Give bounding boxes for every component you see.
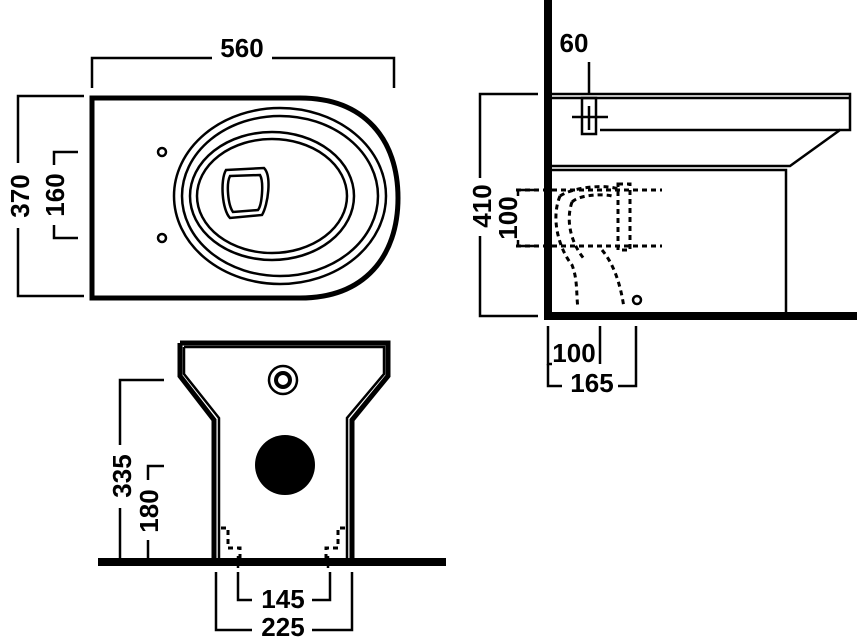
plan-bowl-inner (195, 137, 349, 255)
dim-plan-width-label: 560 (220, 33, 263, 63)
dim-front-inlet-label: 180 (134, 489, 164, 532)
side-floor (544, 312, 857, 320)
plan-seat-ring-outer (172, 106, 388, 286)
dim-front-height-label: 335 (107, 454, 137, 497)
plan-fixing-hole-top (156, 146, 168, 158)
plan-water-outlet (221, 166, 270, 220)
front-outlet (255, 435, 315, 495)
side-pan-rim (552, 92, 852, 168)
dim-plan-fixing: 160 (40, 150, 78, 240)
front-inlet-hole (278, 375, 288, 385)
side-inlet-connector (572, 96, 608, 136)
front-body-outer (177, 340, 391, 558)
dim-front-fixing-inner: 145 (236, 572, 332, 614)
dim-plan-fixing-label: 160 (40, 173, 70, 216)
dim-side-outlet-165-label: 165 (570, 368, 613, 398)
dim-front-inlet: 180 (134, 464, 164, 562)
dim-side-outlet-165: 165 (546, 326, 638, 398)
plan-water-outlet-inner (226, 173, 264, 214)
dim-side-outlet-spacing-label: 100 (493, 196, 523, 239)
dim-front-fixing-outer: 225 (214, 572, 354, 639)
dim-plan-depth-label: 370 (5, 174, 35, 217)
dim-front-height: 335 (107, 378, 164, 562)
side-pedestal (552, 168, 788, 312)
plan-view: 560 370 160 (5, 33, 401, 301)
plan-seat-ring-inner (180, 114, 380, 278)
front-fixing-right (324, 526, 345, 558)
front-view: 335 180 145 225 (98, 340, 446, 639)
dim-front-fixing-outer-label: 225 (261, 612, 304, 639)
front-inlet-outer (267, 364, 299, 396)
plan-bowl-outer (188, 130, 356, 262)
dim-side-height-label: 410 (467, 184, 497, 227)
front-floor (98, 558, 446, 566)
plan-pan-outline (89, 95, 401, 301)
side-outlet-trap-hidden (516, 182, 662, 309)
side-wall (544, 0, 552, 318)
front-fixing-left (221, 526, 242, 558)
dim-plan-depth: 370 (5, 94, 84, 298)
front-body-inner (182, 345, 386, 558)
dim-side-60: 60 (560, 28, 591, 94)
side-fixing-hole (631, 294, 643, 306)
plan-fixing-hole-bottom (156, 232, 168, 244)
side-view: 60 410 100 100 165 (467, 0, 857, 398)
dim-side-outlet-100: 100 (546, 326, 602, 368)
dim-plan-width: 560 (90, 33, 396, 88)
dim-side-height: 410 (467, 92, 538, 318)
dim-side-60-label: 60 (560, 28, 589, 58)
dim-side-outlet-100-label: 100 (552, 338, 595, 368)
dim-side-outlet-spacing: 100 (493, 188, 538, 248)
dim-front-fixing-inner-label: 145 (261, 584, 304, 614)
